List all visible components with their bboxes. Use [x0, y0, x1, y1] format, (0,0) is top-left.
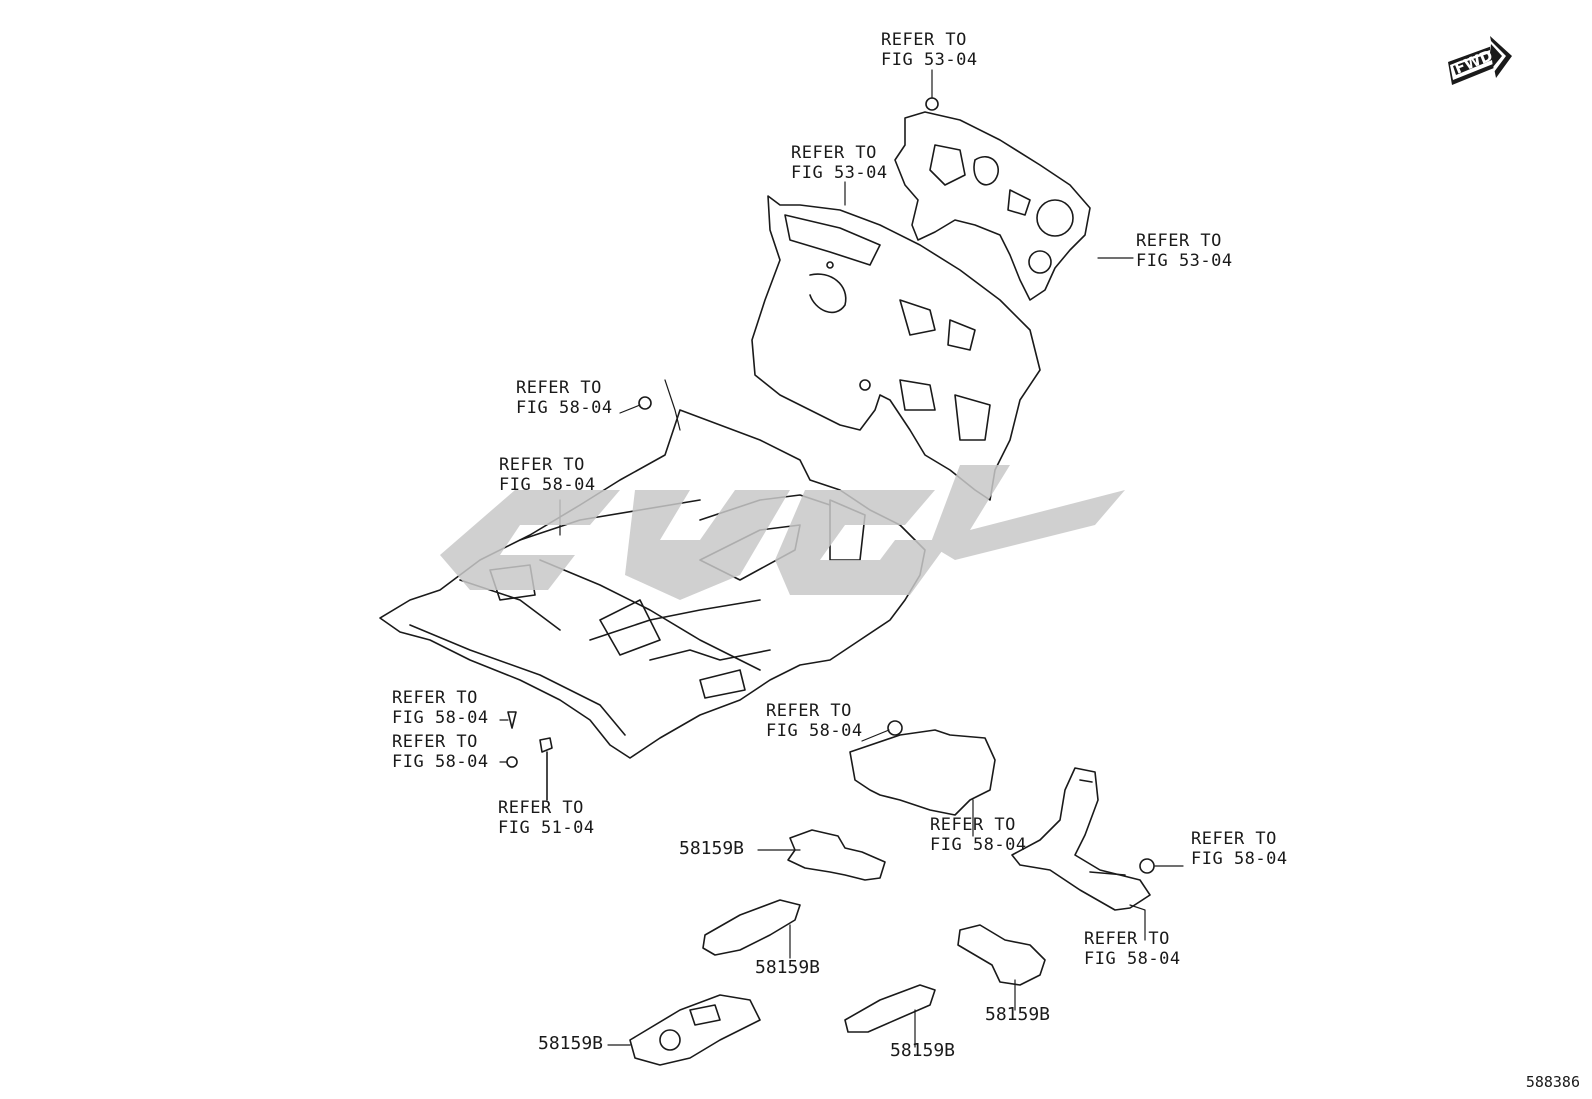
refer-label-line2: FIG 58-04 [499, 475, 596, 495]
refer-label-line1: REFER TO [392, 732, 478, 752]
refer-label-line2: FIG 58-04 [1191, 849, 1288, 869]
refer-label-line2: FIG 58-04 [766, 721, 863, 741]
pad-58159B-3 [629, 994, 761, 1066]
part-number-label[interactable]: 58159B [985, 1004, 1051, 1025]
refer-label[interactable]: REFER TO FIG 58-04 [499, 455, 596, 495]
pad-58159B-4 [844, 984, 936, 1033]
dash-silencer-upper [894, 111, 1091, 301]
leader-lines [499, 69, 1184, 1048]
refer-label-line1: REFER TO [1191, 829, 1277, 849]
refer-label-line1: REFER TO [1084, 929, 1170, 949]
refer-label[interactable]: REFER TO FIG 53-04 [881, 30, 978, 70]
dash-silencer-lower [751, 195, 1041, 501]
part-number-label[interactable]: 58159B [538, 1033, 604, 1054]
refer-label-line2: FIG 58-04 [392, 708, 489, 728]
refer-label-line1: REFER TO [766, 701, 852, 721]
refer-label-line2: FIG 53-04 [791, 163, 888, 183]
part-number-label[interactable]: 58159B [679, 838, 745, 859]
part-number-label[interactable]: 58159B [755, 957, 821, 978]
refer-label-line2: FIG 58-04 [1084, 949, 1181, 969]
pad-58159B-5 [957, 924, 1046, 986]
refer-label-line1: REFER TO [516, 378, 602, 398]
refer-label-line1: REFER TO [1136, 231, 1222, 251]
refer-label-line1: REFER TO [881, 30, 967, 50]
watermark-logo [440, 465, 1125, 600]
refer-label[interactable]: REFER TO FIG 58-04 [516, 378, 613, 418]
diagram-id: 588386 [1525, 1073, 1580, 1091]
refer-label[interactable]: REFER TO FIG 58-04 [392, 688, 489, 728]
refer-label-line1: REFER TO [791, 143, 877, 163]
refer-label[interactable]: REFER TO FIG 53-04 [791, 143, 888, 183]
refer-label-line2: FIG 51-04 [498, 818, 595, 838]
refer-label-line2: FIG 58-04 [930, 835, 1027, 855]
pad-58159B-1 [787, 829, 886, 881]
rear-side-silencer [1011, 767, 1151, 911]
fasteners [506, 97, 1155, 874]
refer-label[interactable]: REFER TO FIG 53-04 [1136, 231, 1233, 271]
refer-label[interactable]: REFER TO FIG 58-04 [766, 701, 863, 741]
refer-label[interactable]: REFER TO FIG 58-04 [930, 815, 1027, 855]
refer-label-line1: REFER TO [392, 688, 478, 708]
refer-label[interactable]: REFER TO FIG 58-04 [1084, 929, 1181, 969]
refer-label[interactable]: REFER TO FIG 58-04 [392, 732, 489, 772]
floor-silencer-small [849, 729, 996, 816]
refer-label-line2: FIG 58-04 [392, 752, 489, 772]
refer-label-line2: FIG 58-04 [516, 398, 613, 418]
fwd-arrow-icon [1448, 36, 1512, 85]
refer-label-line1: REFER TO [499, 455, 585, 475]
pad-58159B-2 [702, 899, 801, 956]
refer-label-line2: FIG 53-04 [1136, 251, 1233, 271]
refer-label[interactable]: REFER TO FIG 58-04 [1191, 829, 1288, 869]
refer-label-line1: REFER TO [930, 815, 1016, 835]
refer-label[interactable]: REFER TO FIG 51-04 [498, 798, 595, 838]
part-number-label[interactable]: 58159B [890, 1040, 956, 1061]
refer-label-line1: REFER TO [498, 798, 584, 818]
refer-label-line2: FIG 53-04 [881, 50, 978, 70]
